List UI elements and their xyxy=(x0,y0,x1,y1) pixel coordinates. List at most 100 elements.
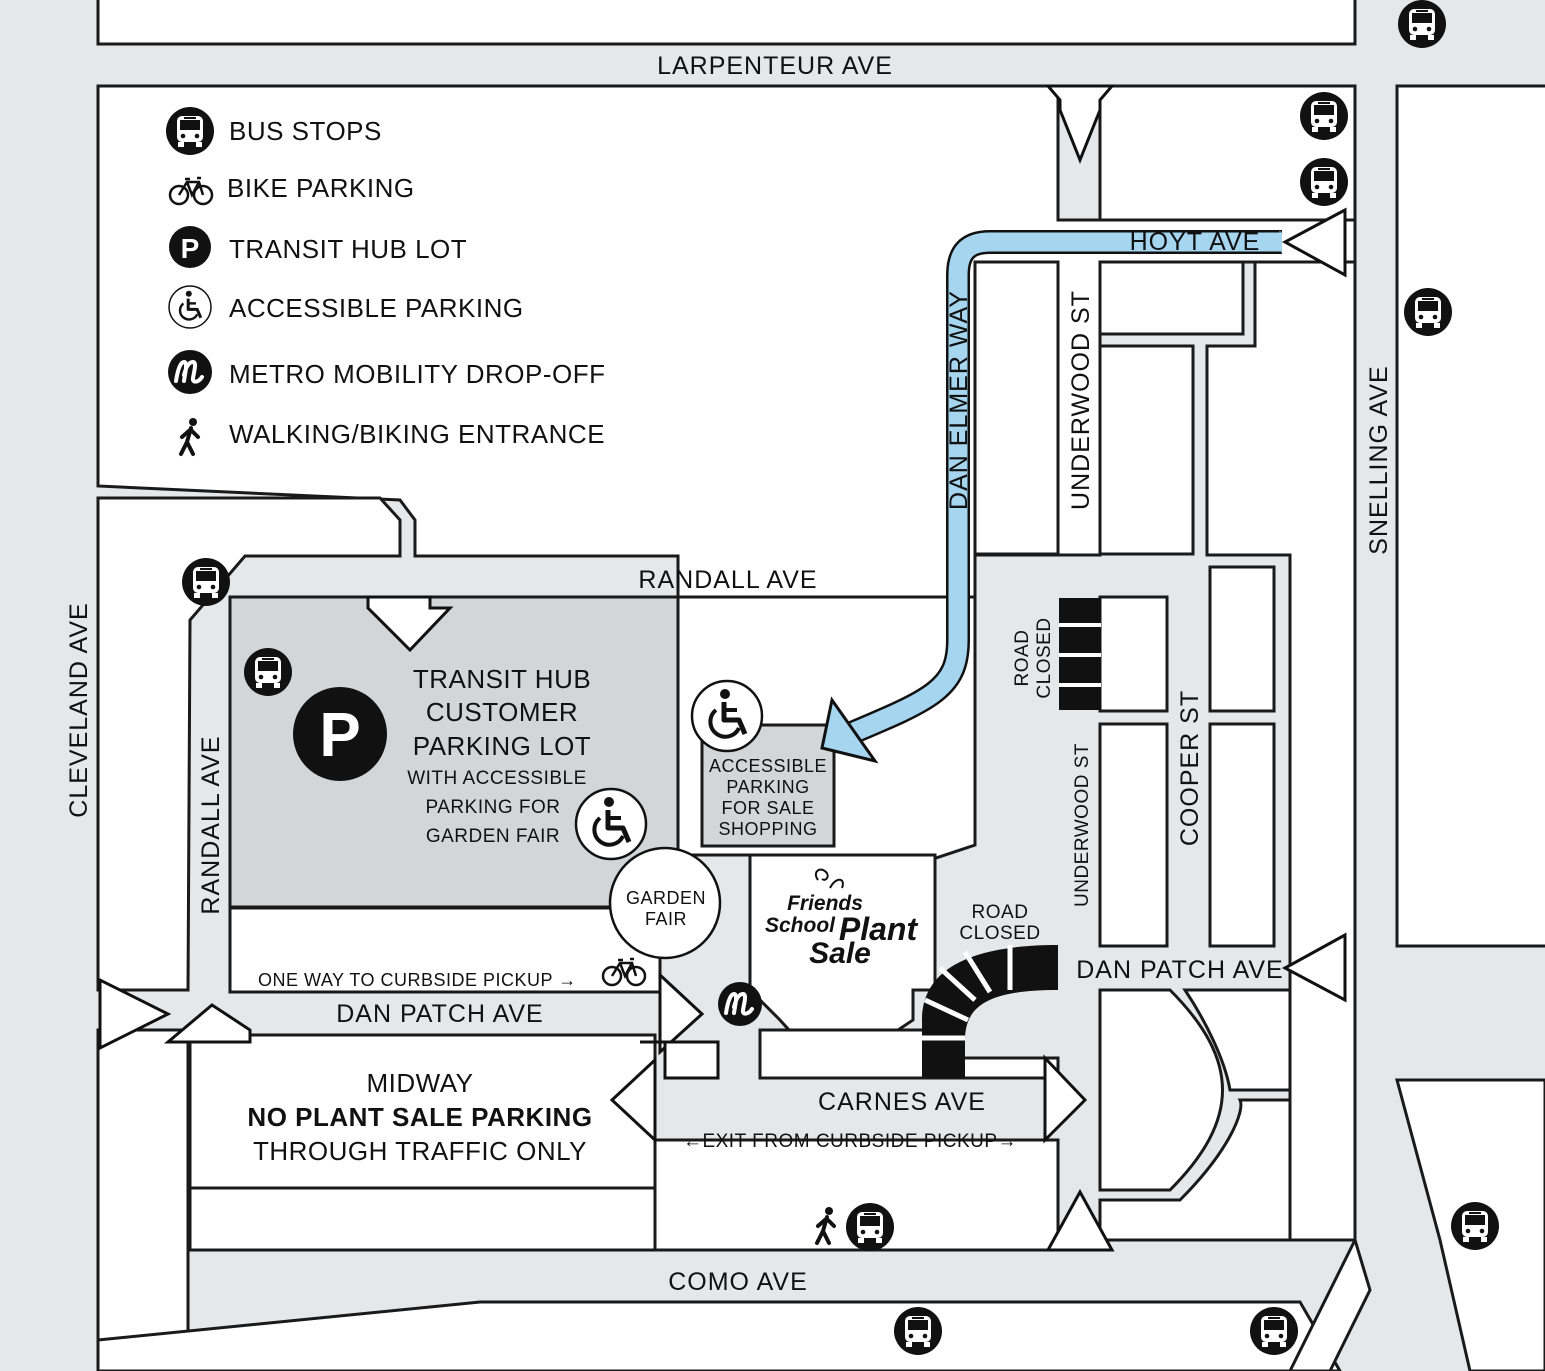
midway-line-3: THROUGH TRAFFIC ONLY xyxy=(253,1136,587,1166)
svg-text:School: School xyxy=(765,914,836,937)
street-underwood-top: UNDERWOOD ST xyxy=(1067,290,1095,510)
legend-bus-icon xyxy=(166,107,214,155)
bus-stop-icon xyxy=(182,558,230,606)
garden-fair-line-2: FAIR xyxy=(645,909,687,929)
street-randall-top: RANDALL AVE xyxy=(638,566,817,594)
block-underwood-1 xyxy=(1098,344,1195,556)
block-cooper-1 xyxy=(1098,595,1169,713)
plant-sale-logo: Friends School Plant Sale xyxy=(765,868,919,970)
bus-stop-icon xyxy=(1300,158,1348,206)
svg-text:P: P xyxy=(319,701,360,770)
legend-accessible-icon xyxy=(167,284,213,330)
street-cleveland: CLEVELAND AVE xyxy=(65,602,93,817)
accessible-line-1: ACCESSIBLE xyxy=(709,756,827,776)
metro-mobility-icon xyxy=(716,980,764,1028)
legend-bus-label: BUS STOPS xyxy=(229,116,382,146)
block-west xyxy=(96,496,402,992)
street-underwood-bottom: UNDERWOOD ST xyxy=(1072,743,1093,907)
legend-bike-label: BIKE PARKING xyxy=(227,173,415,203)
road-closed-h-2: CLOSED xyxy=(959,923,1040,944)
legend: BUS STOPS BIKE PARKING P TRANSIT HUB LOT… xyxy=(166,107,605,456)
legend-metro-mobility-icon xyxy=(166,348,214,396)
bus-stop-icon xyxy=(244,648,292,696)
route-dan-elmer xyxy=(836,232,1282,747)
transit-hub-line-1: TRANSIT HUB xyxy=(413,664,591,694)
road-closed-v-1: ROAD xyxy=(1012,630,1033,687)
route-arrowhead xyxy=(820,696,879,764)
bus-stop-icon xyxy=(1404,288,1452,336)
accessible-icon-hub xyxy=(576,789,646,859)
arrow-underwood-south xyxy=(1045,1188,1115,1252)
garden-fair-line-1: GARDEN xyxy=(626,888,706,908)
transit-hub-line-4: WITH ACCESSIBLE xyxy=(407,768,587,789)
bus-stop-icon xyxy=(1451,1202,1499,1250)
street-hoyt: HOYT AVE xyxy=(1130,228,1261,256)
block-curve-2 xyxy=(1182,988,1292,1092)
legend-metro-mobility-label: METRO MOBILITY DROP-OFF xyxy=(229,359,605,389)
svg-text:Friends: Friends xyxy=(787,892,863,915)
transit-hub-line-3: PARKING LOT xyxy=(413,731,591,761)
transit-hub-line-6: GARDEN FAIR xyxy=(426,826,560,847)
legend-parking-label: TRANSIT HUB LOT xyxy=(229,234,467,264)
block-bottom xyxy=(96,1300,1342,1371)
parking-p-icon xyxy=(293,687,387,781)
street-carnes: CARNES AVE xyxy=(818,1088,986,1116)
block-curve-1 xyxy=(1098,988,1224,1192)
accessible-icon-sale xyxy=(692,681,762,751)
svg-text:Plant: Plant xyxy=(839,911,919,947)
block-snelling-sliver xyxy=(1288,1235,1372,1371)
block-east xyxy=(1395,84,1545,948)
midway-line-2: NO PLANT SALE PARKING xyxy=(247,1102,592,1132)
accessible-lot xyxy=(700,723,836,848)
block-dan-elmer xyxy=(973,260,1060,556)
block-cooper-2 xyxy=(1098,722,1169,948)
bus-stop-icon xyxy=(1250,1307,1298,1355)
accessible-line-4: SHOPPING xyxy=(718,819,817,839)
arrow-randall-south xyxy=(366,595,454,653)
svg-text:Sale: Sale xyxy=(809,937,871,970)
road-closed-h-1: ROAD xyxy=(972,902,1029,923)
arrow-dan-patch xyxy=(658,971,705,1056)
legend-parking-icon xyxy=(169,226,211,268)
block-top xyxy=(96,0,1357,46)
svg-text:P: P xyxy=(181,233,200,264)
one-way-label: ONE WAY TO CURBSIDE PICKUP → xyxy=(258,970,577,990)
legend-walking-label: WALKING/BIKING ENTRANCE xyxy=(229,419,605,449)
street-randall-side: RANDALL AVE xyxy=(197,735,225,914)
block-southwest xyxy=(96,1028,190,1371)
arrow-carnes-east xyxy=(1043,1054,1088,1144)
street-dan-patch-left: DAN PATCH AVE xyxy=(336,1000,543,1028)
arrow-larpenteur xyxy=(1044,84,1116,165)
transit-hub-line-5: PARKING FOR xyxy=(426,797,561,818)
exit-label: ←EXIT FROM CURBSIDE PICKUP→ xyxy=(683,1131,1017,1152)
bus-stop-icon xyxy=(1398,0,1446,48)
arrow-cleveland-east xyxy=(98,977,172,1051)
street-dan-patch-right: DAN PATCH AVE xyxy=(1076,956,1283,984)
street-dan-elmer: DAN ELMER WAY xyxy=(945,290,973,510)
arrow-hoyt xyxy=(1281,207,1347,278)
block-south-west xyxy=(188,1186,657,1252)
block-curve-3 xyxy=(1098,1098,1292,1242)
street-snelling: SNELLING AVE xyxy=(1365,365,1393,554)
arrow-carnes-west xyxy=(609,1056,657,1144)
bus-stop-icon xyxy=(1300,92,1348,140)
block-hoyt xyxy=(1098,260,1245,336)
block-northeast xyxy=(1098,84,1357,222)
block-east-2 xyxy=(1208,722,1276,948)
legend-accessible-label: ACCESSIBLE PARKING xyxy=(229,293,524,323)
block-east-1 xyxy=(1208,565,1276,713)
midway-line-1: MIDWAY xyxy=(367,1068,474,1098)
street-como: COMO AVE xyxy=(668,1268,808,1296)
arrow-dan-patch-east xyxy=(1281,932,1347,1003)
street-cooper: COOPER ST xyxy=(1176,690,1204,846)
accessible-line-3: FOR SALE xyxy=(721,798,814,818)
arrow-randall-north xyxy=(163,1003,252,1044)
road-closed-curve xyxy=(922,945,1058,1078)
bus-stop-icon xyxy=(894,1307,942,1355)
street-larpenteur: LARPENTEUR AVE xyxy=(657,52,893,80)
transit-hub-line-2: CUSTOMER xyxy=(426,697,578,727)
curbside-block xyxy=(228,906,662,994)
garden-fair-circle xyxy=(608,846,722,960)
